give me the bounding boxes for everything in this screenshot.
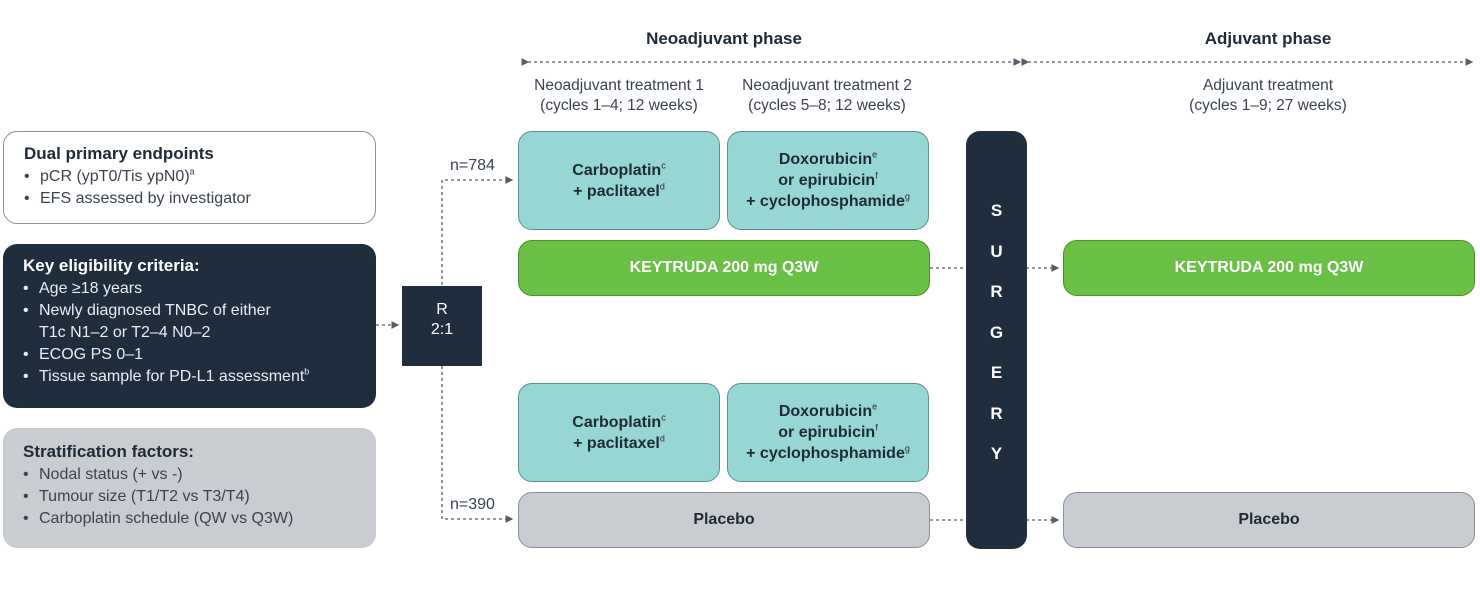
eligibility-box: Key eligibility criteria: Age ≥18 years … (3, 244, 376, 408)
adjuvant-treatment-label: Adjuvant treatment (cycles 1–9; 27 weeks… (1140, 76, 1396, 116)
endpoints-box: Dual primary endpoints pCR (ypT0/Tis ypN… (3, 131, 376, 224)
arm-top-arrow (441, 176, 514, 285)
stratification-item: Nodal status (+ vs -) (23, 464, 356, 486)
neo-treatment-2-title: Neoadjuvant treatment 2 (742, 77, 912, 94)
surgery-bar: S U R G E R Y (966, 131, 1027, 549)
carboplatin-paclitaxel-box-bottom: Carboplatinc + paclitaxeld (518, 383, 720, 482)
n-top-label: n=784 (450, 157, 495, 174)
placebo-neoadjuvant-box: Placebo (518, 492, 930, 548)
neo-treatment-1-cycles: (cycles 1–4; 12 weeks) (540, 97, 698, 114)
surgery-letter: Y (990, 444, 1003, 463)
doxorubicin-box-bottom: Doxorubicine or epirubicinf + cyclophosp… (727, 383, 929, 482)
surgery-letter: R (990, 403, 1003, 423)
neoadjuvant-phase-title: Neoadjuvant phase (646, 29, 802, 48)
surgery-letter: R (990, 282, 1003, 301)
n-bottom-label: n=390 (450, 496, 495, 513)
surgery-letter: S (990, 201, 1003, 220)
endpoint-item: pCR (ypT0/Tis ypN0)a (24, 166, 355, 188)
neo-treatment-2-label: Neoadjuvant treatment 2 (cycles 5–8; 12 … (718, 76, 936, 116)
stratification-title: Stratification factors: (23, 442, 194, 461)
randomization-label: R (436, 301, 448, 318)
neo-treatment-1-title: Neoadjuvant treatment 1 (534, 77, 704, 94)
surgery-letter: U (990, 241, 1003, 261)
eligibility-item: ECOG PS 0–1 (23, 344, 356, 366)
adjuvant-treatment-cycles: (cycles 1–9; 27 weeks) (1189, 97, 1347, 114)
doxorubicin-box-top: Doxorubicine or epirubicinf + cyclophosp… (727, 131, 929, 230)
stratification-box: Stratification factors: Nodal status (+ … (3, 428, 376, 548)
randomization-ratio: 2:1 (430, 321, 454, 338)
stratification-item: Tumour size (T1/T2 vs T3/T4) (23, 486, 356, 508)
eligibility-item: Age ≥18 years (23, 278, 356, 300)
surgery-letter: G (989, 322, 1004, 342)
randomization-box: R 2:1 (402, 286, 482, 366)
neo-treatment-2-cycles: (cycles 5–8; 12 weeks) (748, 97, 906, 114)
endpoints-title: Dual primary endpoints (24, 144, 214, 163)
adjuvant-phase-title: Adjuvant phase (1204, 29, 1332, 48)
endpoint-item: EFS assessed by investigator (24, 188, 355, 210)
keytruda-adjuvant-box: KEYTRUDA 200 mg Q3W (1063, 240, 1475, 296)
keytruda-neoadjuvant-box: KEYTRUDA 200 mg Q3W (518, 240, 930, 296)
placebo-adjuvant-box: Placebo (1063, 492, 1475, 548)
eligibility-item: Tissue sample for PD-L1 assessmentb (23, 366, 356, 388)
adjuvant-treatment-title: Adjuvant treatment (1202, 77, 1334, 94)
carboplatin-paclitaxel-box-top: Carboplatinc + paclitaxeld (518, 131, 720, 230)
neo-treatment-1-label: Neoadjuvant treatment 1 (cycles 1–4; 12 … (510, 76, 728, 116)
surgery-letter: E (990, 363, 1003, 382)
stratification-item: Carboplatin schedule (QW vs Q3W) (23, 508, 356, 530)
eligibility-title: Key eligibility criteria: (23, 256, 200, 275)
